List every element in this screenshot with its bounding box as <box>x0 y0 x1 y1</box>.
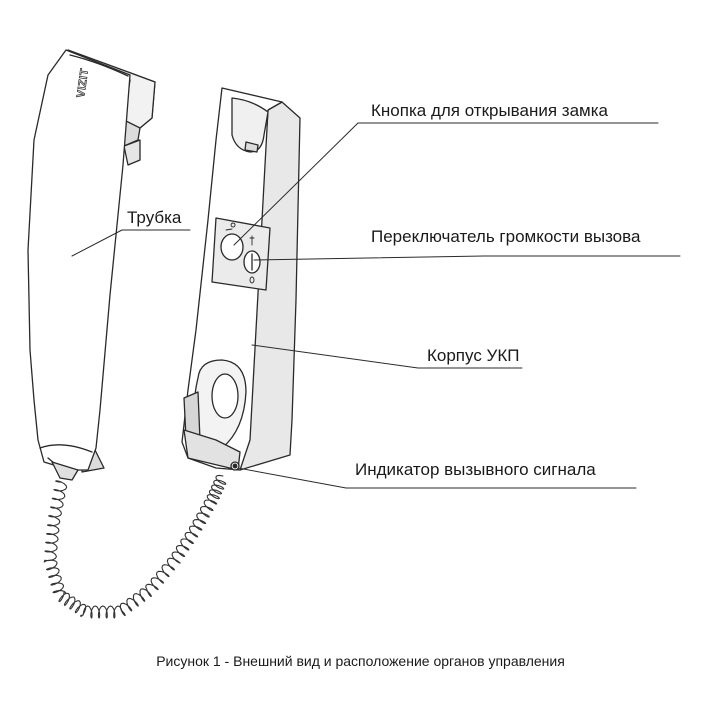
leader-body <box>251 344 523 369</box>
lock-button-circle <box>220 233 244 261</box>
leader-indicator <box>237 467 637 489</box>
signal-indicator-core <box>232 463 238 469</box>
volume-quiet-icon <box>249 276 255 284</box>
handset-bottom-lip <box>39 444 93 453</box>
body-base-ledge <box>183 429 241 471</box>
coiled-cord <box>43 474 227 619</box>
vizit-logo: VIZIT <box>75 68 91 99</box>
leader-handset <box>71 229 191 257</box>
key-icon <box>225 222 236 231</box>
handset-mouth-bump <box>123 139 141 166</box>
label-lock-button: Кнопка для открывания замка <box>371 101 608 120</box>
leader-volume-switch <box>253 255 681 261</box>
label-body: Корпус УКП <box>427 346 520 365</box>
leader-lock-button <box>233 122 659 246</box>
cord-coil <box>43 474 227 619</box>
body-cradle-top <box>231 97 269 153</box>
handset-cord-exit <box>51 461 79 481</box>
handset-earpiece-line <box>69 54 129 77</box>
label-handset: Трубка <box>127 208 182 227</box>
leader-lines <box>71 122 681 489</box>
volume-switch <box>243 235 261 284</box>
handset-rest-hole <box>211 373 239 419</box>
volume-loud-icon <box>249 235 255 246</box>
lock-button <box>220 222 244 261</box>
handset <box>27 49 156 481</box>
figure-caption: Рисунок 1 - Внешний вид и расположение о… <box>156 653 565 669</box>
label-volume-switch: Переключатель громкости вызова <box>371 227 641 246</box>
intercom-body <box>181 87 301 471</box>
body-cradle-hook <box>244 141 259 153</box>
handset-front <box>27 49 131 471</box>
label-indicator: Индикатор вызывного сигнала <box>355 460 596 479</box>
